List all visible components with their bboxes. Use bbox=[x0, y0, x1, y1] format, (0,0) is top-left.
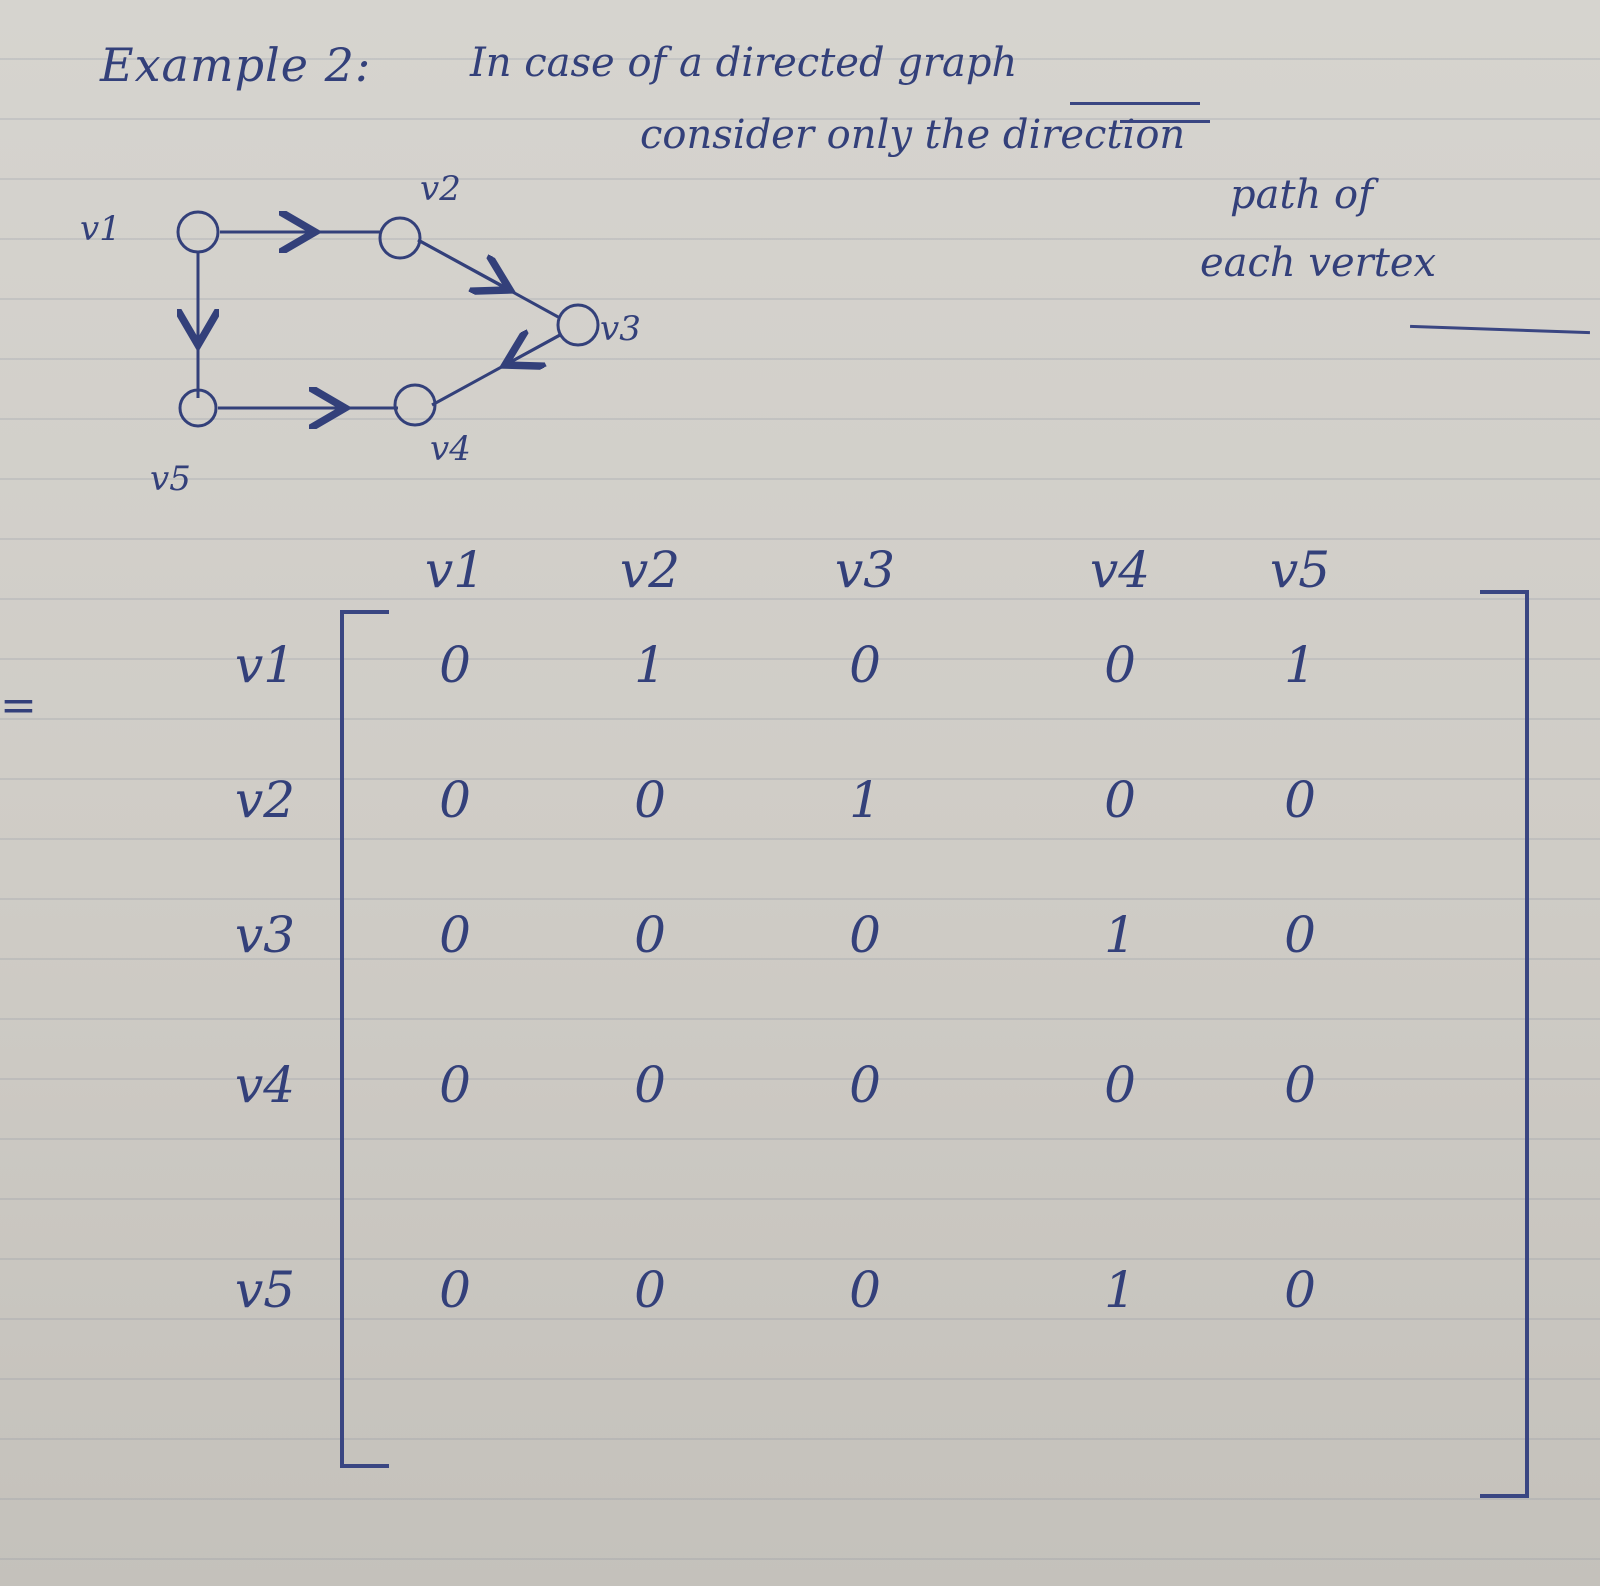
note-line-1: In case of a directed graph bbox=[470, 40, 1018, 86]
matrix-cell: 1 bbox=[1104, 906, 1136, 964]
matrix-cell: 0 bbox=[1284, 1261, 1316, 1319]
vertex-label-v4: v4 bbox=[430, 429, 471, 469]
row-header-1: v1 bbox=[234, 636, 296, 694]
directed-graph-diagram: v1 v2 v3 v4 v5 bbox=[80, 169, 641, 499]
row-header-4: v4 bbox=[234, 1056, 296, 1114]
matrix-cell: 0 bbox=[634, 906, 666, 964]
matrix-cell: 0 bbox=[439, 906, 471, 964]
matrix-cell: 0 bbox=[849, 636, 881, 694]
matrix-cell: 0 bbox=[634, 1261, 666, 1319]
matrix-cell: 1 bbox=[634, 636, 666, 694]
matrix-cell: 0 bbox=[439, 1261, 471, 1319]
matrix-cell: 1 bbox=[1284, 636, 1316, 694]
matrix-cell: 0 bbox=[1284, 906, 1316, 964]
vertex-v4 bbox=[393, 383, 437, 427]
matrix-cell: 0 bbox=[1284, 771, 1316, 829]
note-line-2: consider only the direction bbox=[640, 112, 1186, 158]
column-header-4: v4 bbox=[1089, 541, 1151, 599]
row-header-2: v2 bbox=[234, 771, 296, 829]
vertex-label-v1: v1 bbox=[80, 209, 121, 249]
column-header-1: v1 bbox=[424, 541, 486, 599]
vertex-label-v5: v5 bbox=[150, 459, 191, 499]
matrix-cell: 0 bbox=[439, 771, 471, 829]
matrix-cell: 0 bbox=[849, 1056, 881, 1114]
matrix-cell: 0 bbox=[1104, 636, 1136, 694]
matrix-cell: 1 bbox=[1104, 1261, 1136, 1319]
note-line-4: each vertex bbox=[1200, 240, 1437, 286]
vertex-label-v3: v3 bbox=[600, 309, 641, 349]
matrix-bracket-right bbox=[1480, 590, 1529, 1498]
edge-v3-v4-arrow bbox=[505, 335, 561, 365]
example-heading: Example 2: bbox=[100, 38, 372, 92]
column-header-5: v5 bbox=[1269, 541, 1331, 599]
matrix-cell: 0 bbox=[1104, 1056, 1136, 1114]
matrix-cell: 0 bbox=[439, 1056, 471, 1114]
note-line-3: path of bbox=[1230, 172, 1373, 218]
underline-vertex bbox=[1410, 324, 1590, 335]
matrix-cell: 0 bbox=[439, 636, 471, 694]
vertex-v2 bbox=[378, 216, 422, 260]
matrix-cell: 1 bbox=[849, 771, 881, 829]
column-header-3: v3 bbox=[834, 541, 896, 599]
matrix-equals: = bbox=[0, 680, 37, 731]
matrix-cell: 0 bbox=[634, 1056, 666, 1114]
edge-v2-v3-arrow bbox=[417, 238, 510, 290]
underline-graph bbox=[1070, 102, 1200, 105]
vertex-v3 bbox=[556, 303, 600, 347]
matrix-cell: 0 bbox=[634, 771, 666, 829]
vertex-v5 bbox=[178, 388, 218, 428]
matrix-cell: 0 bbox=[1284, 1056, 1316, 1114]
vertex-v1 bbox=[176, 210, 220, 254]
column-header-2: v2 bbox=[619, 541, 681, 599]
underline-direction bbox=[1120, 120, 1210, 123]
matrix-cell: 0 bbox=[849, 1261, 881, 1319]
vertex-label-v2: v2 bbox=[420, 169, 461, 209]
matrix-bracket-left bbox=[340, 610, 389, 1468]
row-header-3: v3 bbox=[234, 906, 296, 964]
row-header-5: v5 bbox=[234, 1261, 296, 1319]
matrix-cell: 0 bbox=[1104, 771, 1136, 829]
matrix-cell: 0 bbox=[849, 906, 881, 964]
